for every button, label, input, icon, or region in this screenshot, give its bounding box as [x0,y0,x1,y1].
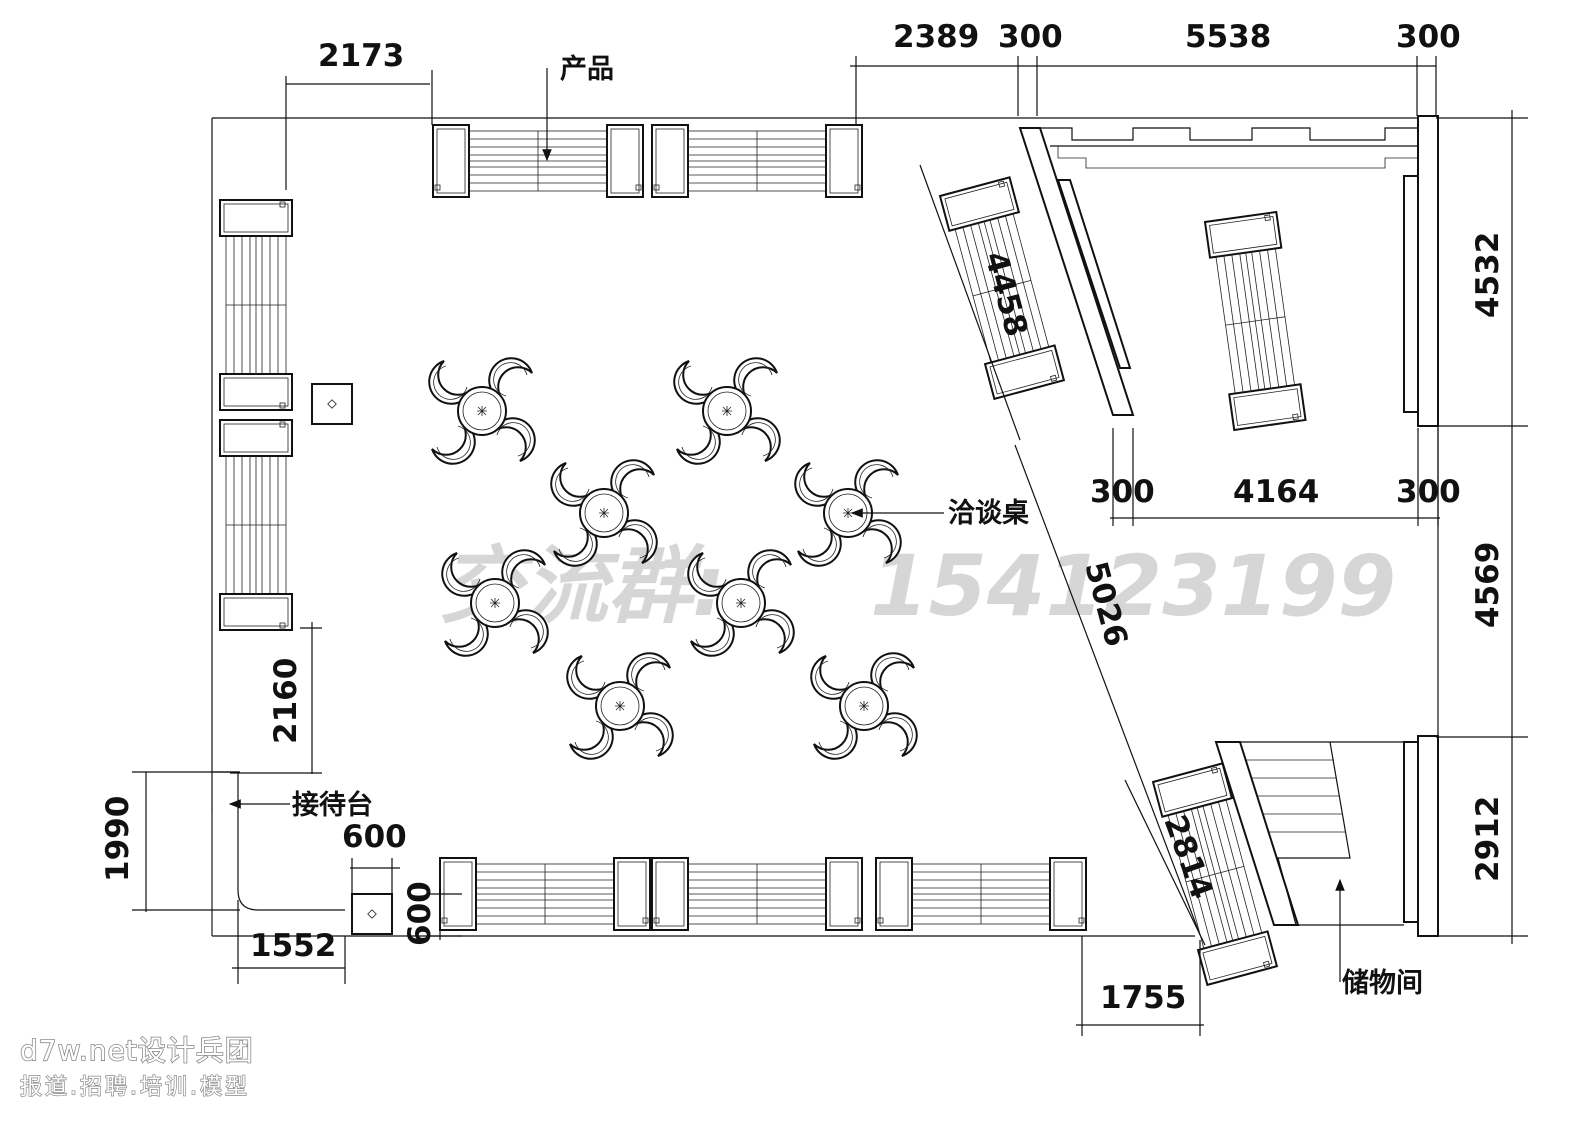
label-product: 产品 [560,54,614,85]
dimension-300: 300 [1396,19,1461,55]
product-cabinet-column-left [219,199,293,631]
dimension-4164: 4164 [1233,474,1319,510]
exhibit-cabinet [1204,210,1307,431]
negotiation-table [429,358,535,464]
watermark-number: 154123199 [870,537,1396,635]
dimension-1990: 1990 [100,796,136,882]
dimension-2160: 2160 [268,658,304,744]
dimension-600: 600 [402,881,438,946]
dimension-300: 300 [998,19,1063,55]
label-storage-room: 储物间 [1342,968,1423,999]
product-cabinet [651,857,863,931]
negotiation-table [811,653,917,759]
dimension-600: 600 [342,819,407,855]
reception-desk [211,771,345,936]
negotiation-table [674,358,780,464]
pillar [311,383,353,425]
product-cabinet [439,857,651,931]
pillar [351,893,393,935]
product-cabinet-row-top [432,124,863,198]
product-cabinet [219,419,293,631]
dimension-300: 300 [1396,474,1461,510]
dimension-2173: 2173 [318,38,404,74]
product-cabinet [219,199,293,411]
product-cabinet [875,857,1087,931]
product-cabinet-row-bottom [439,857,1087,931]
negotiation-table [567,653,673,759]
dimension-4532: 4532 [1470,232,1506,318]
storage-room [1240,735,1439,937]
display-wall-top-right [1040,115,1439,427]
dimension-1755: 1755 [1100,980,1186,1016]
dimension-4569: 4569 [1470,542,1506,628]
dimension-5538: 5538 [1185,19,1271,55]
leader-lines [228,68,1345,982]
slanted-wall-panel [1018,127,1300,926]
brand-line-1: d7w.net设计兵团 [20,1034,254,1067]
product-cabinet [432,124,644,198]
label-reception-desk: 接待台 [292,789,373,821]
brand-line-2: 报道.招聘.培训.模型 [20,1075,250,1100]
dimension-1552: 1552 [250,928,336,964]
dimension-lines [132,56,1528,1036]
label-negotiation-table: 洽谈桌 [948,498,1029,529]
dimension-300: 300 [1090,474,1155,510]
dimension-2389: 2389 [893,19,979,55]
dimension-2912: 2912 [1470,796,1506,882]
product-cabinet [651,124,863,198]
